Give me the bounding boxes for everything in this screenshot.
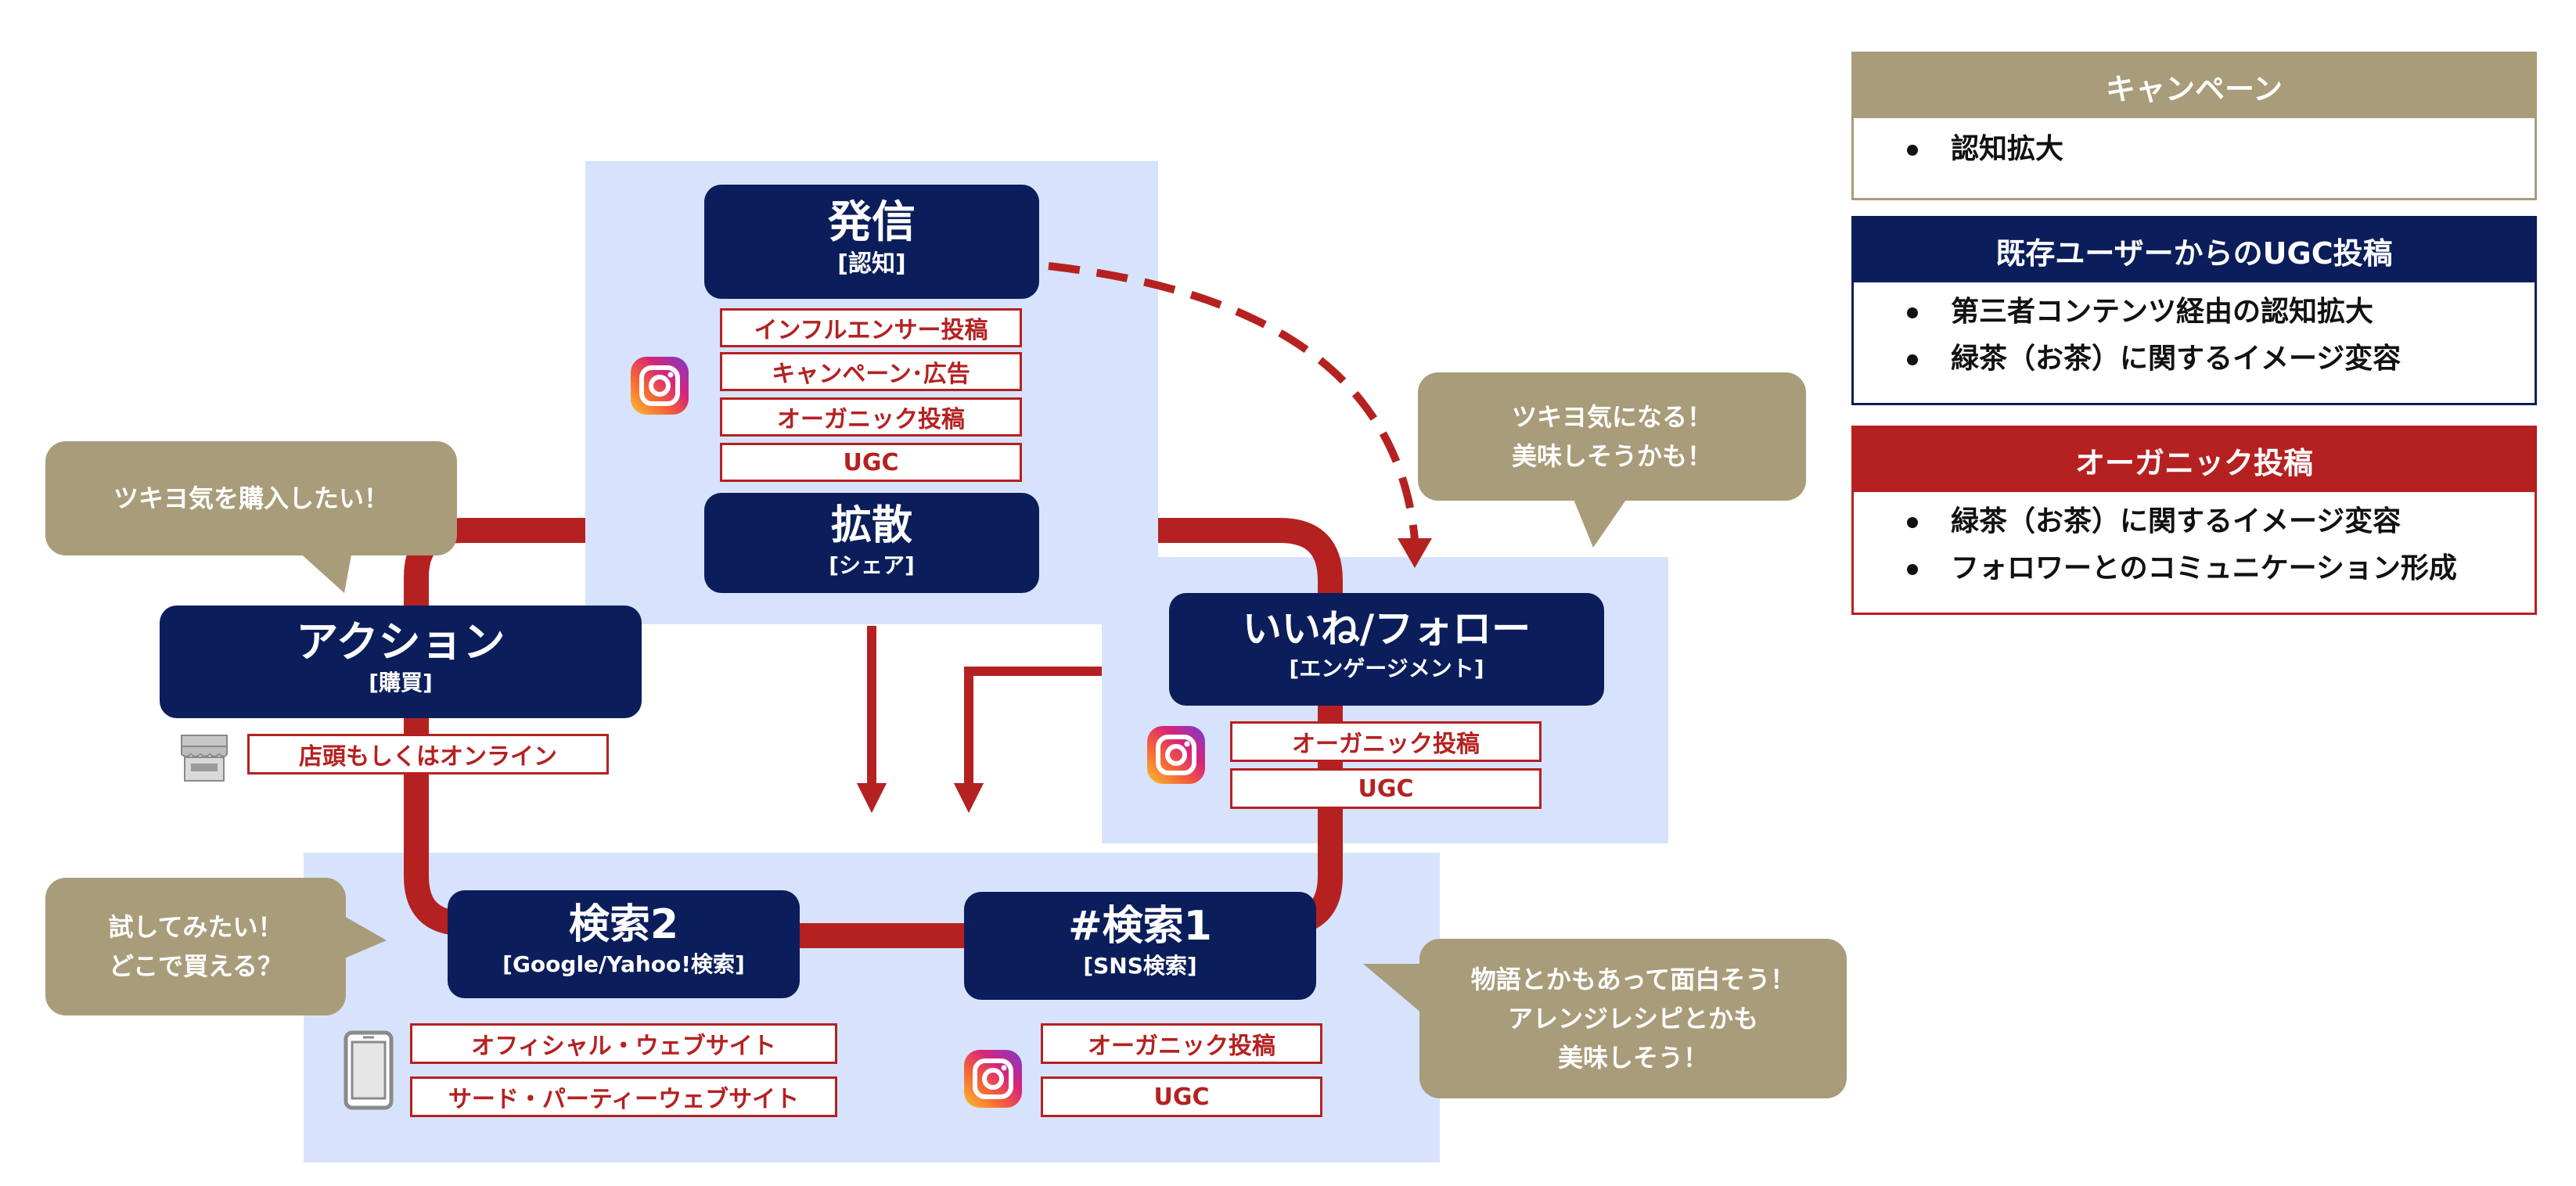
legend-campaign-list: 認知拡大 bbox=[1854, 118, 2535, 173]
legend-ugc-header: 既存ユーザーからのUGC投稿 bbox=[1854, 218, 2535, 282]
bubble-purchase: ツキヨ気を購入したい！ bbox=[45, 441, 457, 555]
stage-kensaku2-sub: [Google/Yahoo!検索] bbox=[502, 951, 745, 977]
legend-campaign-title: キャンペーン bbox=[2105, 71, 2283, 106]
stage-kensaku1-sub: [SNS検索] bbox=[1083, 953, 1197, 979]
tag-influencer: インフルエンサー投稿 bbox=[720, 308, 1022, 347]
bubble-story-line3: 美味しそう！ bbox=[1557, 1043, 1708, 1073]
legend-campaign-item: 認知拡大 bbox=[1854, 126, 2535, 173]
legend-organic-list: 緑茶（お茶）に関するイメージ変容 フォロワーとのコミュニケーション形成 bbox=[1854, 492, 2535, 592]
tag-kensaku1-organic: オーガニック投稿 bbox=[1041, 1023, 1322, 1064]
bubble-story: 物語とかもあって面白そう！ アレンジレシピとかも 美味しそう！ bbox=[1419, 939, 1847, 1098]
stage-hasshin-sub: [認知] bbox=[837, 250, 906, 278]
stage-action-title: アクション bbox=[296, 617, 505, 667]
stage-kensaku1: #検索1 [SNS検索] bbox=[964, 892, 1316, 1000]
stage-kakusan-title: 拡散 bbox=[830, 502, 912, 549]
bubble-interest: ツキヨ気になる！ 美味しそうかも！ bbox=[1418, 372, 1806, 501]
tag-organic: オーガニック投稿 bbox=[720, 397, 1022, 437]
bubble-try-line2: どこで買える？ bbox=[108, 951, 283, 981]
tag-store-online: 店頭もしくはオンライン bbox=[247, 734, 609, 774]
dashed-arrow bbox=[1048, 262, 1419, 541]
bubble-purchase-line: ツキヨ気を購入したい！ bbox=[113, 483, 389, 513]
bubble-try-tail bbox=[343, 915, 387, 959]
legend-organic-header: オーガニック投稿 bbox=[1854, 428, 2535, 492]
legend-ugc: 既存ユーザーからのUGC投稿 第三者コンテンツ経由の認知拡大 緑茶（お茶）に関す… bbox=[1851, 216, 2537, 405]
tag-third-party-site: サード・パーティーウェブサイト bbox=[410, 1076, 837, 1117]
tag-iine-ugc: UGC bbox=[1230, 768, 1542, 809]
bubble-interest-line1: ツキヨ気になる！ bbox=[1511, 402, 1712, 432]
stage-kensaku1-title: #検索1 bbox=[1068, 903, 1212, 950]
stage-kakusan: 拡散 [シェア] bbox=[704, 493, 1039, 593]
bubble-try-line1: 試してみたい！ bbox=[108, 912, 283, 942]
dashed-arrowhead bbox=[1398, 538, 1432, 568]
legend-ugc-item: 緑茶（お茶）に関するイメージ変容 bbox=[1854, 336, 2535, 383]
stage-kensaku2-title: 検索2 bbox=[568, 901, 679, 948]
legend-ugc-list: 第三者コンテンツ経由の認知拡大 緑茶（お茶）に関するイメージ変容 bbox=[1854, 282, 2535, 383]
stage-iine-title: いいね/フォロー bbox=[1242, 606, 1531, 652]
tag-ugc: UGC bbox=[720, 443, 1022, 482]
stage-kensaku2: 検索2 [Google/Yahoo!検索] bbox=[448, 890, 800, 998]
bubble-interest-line2: 美味しそうかも！ bbox=[1511, 441, 1712, 471]
instagram-icon bbox=[631, 357, 689, 415]
stage-iine: いいね/フォロー [エンゲージメント] bbox=[1169, 593, 1604, 706]
stage-action: アクション [購買] bbox=[160, 606, 642, 718]
instagram-icon bbox=[964, 1050, 1022, 1108]
arrow-iine-down bbox=[953, 667, 1102, 814]
tag-kensaku1-ugc: UGC bbox=[1041, 1076, 1322, 1117]
legend-ugc-item: 第三者コンテンツ経由の認知拡大 bbox=[1854, 289, 2535, 336]
bubble-story-line2: アレンジレシピとかも bbox=[1507, 1004, 1758, 1033]
legend-campaign: キャンペーン 認知拡大 bbox=[1851, 52, 2537, 200]
legend-organic-item: 緑茶（お茶）に関するイメージ変容 bbox=[1854, 498, 2535, 545]
stage-hasshin-title: 発信 bbox=[828, 197, 916, 248]
legend-ugc-title: 既存ユーザーからのUGC投稿 bbox=[1995, 235, 2393, 271]
tablet-icon bbox=[344, 1030, 394, 1110]
stage-action-sub: [購買] bbox=[369, 670, 433, 695]
tag-official-site: オフィシャル・ウェブサイト bbox=[410, 1023, 837, 1064]
bubble-story-tail bbox=[1363, 964, 1423, 1014]
loop-left-line bbox=[404, 518, 585, 936]
bubble-story-line1: 物語とかもあって面白そう！ bbox=[1470, 965, 1796, 994]
bubble-purchase-tail bbox=[297, 551, 352, 593]
stage-hasshin: 発信 [認知] bbox=[704, 185, 1039, 299]
legend-organic-title: オーガニック投稿 bbox=[2074, 445, 2313, 480]
tag-iine-organic: オーガニック投稿 bbox=[1230, 721, 1542, 762]
bubble-try: 試してみたい！ どこで買える？ bbox=[45, 878, 346, 1015]
instagram-icon bbox=[1147, 726, 1205, 784]
stage-kakusan-sub: [シェア] bbox=[829, 552, 915, 578]
legend-campaign-header: キャンペーン bbox=[1854, 54, 2535, 118]
bubble-interest-tail bbox=[1573, 498, 1628, 548]
storefront-icon bbox=[181, 735, 228, 782]
legend-organic: オーガニック投稿 緑茶（お茶）に関するイメージ変容 フォロワーとのコミュニケーシ… bbox=[1851, 426, 2537, 615]
stage-iine-sub: [エンゲージメント] bbox=[1289, 656, 1484, 681]
legend-organic-item: フォロワーとのコミュニケーション形成 bbox=[1854, 545, 2535, 592]
tag-campaign: キャンペーン･広告 bbox=[720, 352, 1022, 391]
